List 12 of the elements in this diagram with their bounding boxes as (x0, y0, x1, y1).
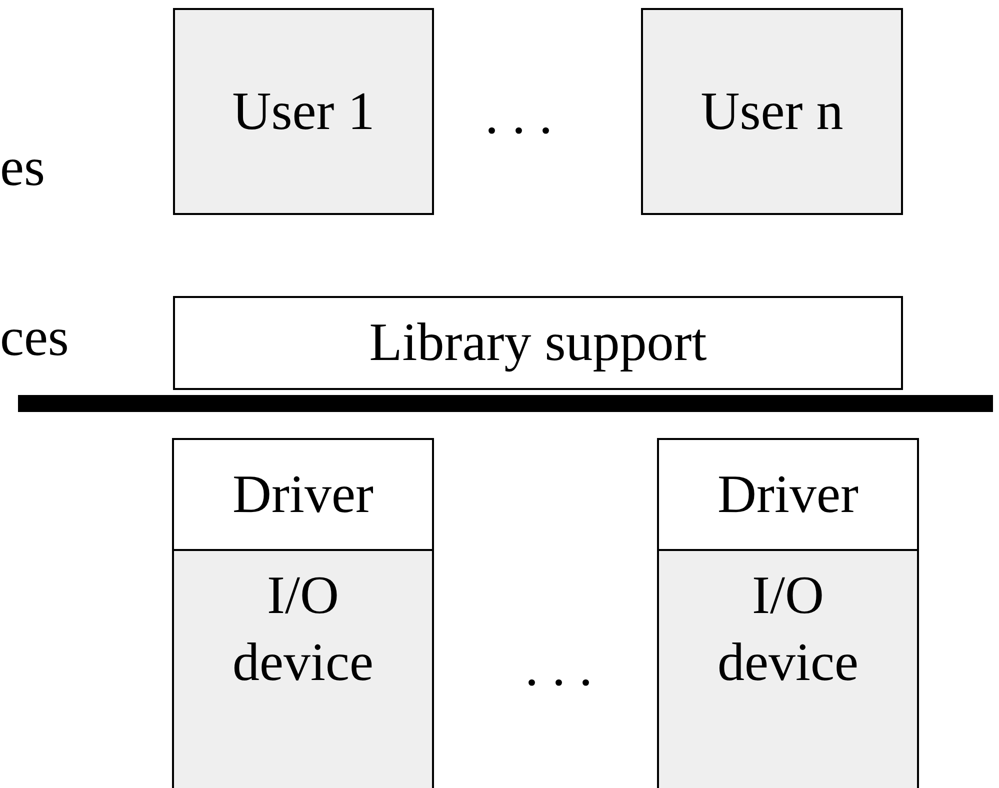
process-box: User n (641, 8, 903, 215)
side-label: es (0, 140, 45, 194)
side-label: . . . (485, 88, 552, 142)
divider-bar (18, 395, 993, 412)
device-box: I/O device (172, 549, 434, 788)
driver-box: Driver (172, 438, 434, 551)
process-box: User 1 (173, 8, 434, 215)
device-box: I/O device (657, 549, 919, 788)
library-box: Library support (173, 296, 903, 390)
driver-box: Driver (657, 438, 919, 551)
side-label: ces (0, 310, 69, 364)
side-label: . . . (525, 640, 592, 694)
